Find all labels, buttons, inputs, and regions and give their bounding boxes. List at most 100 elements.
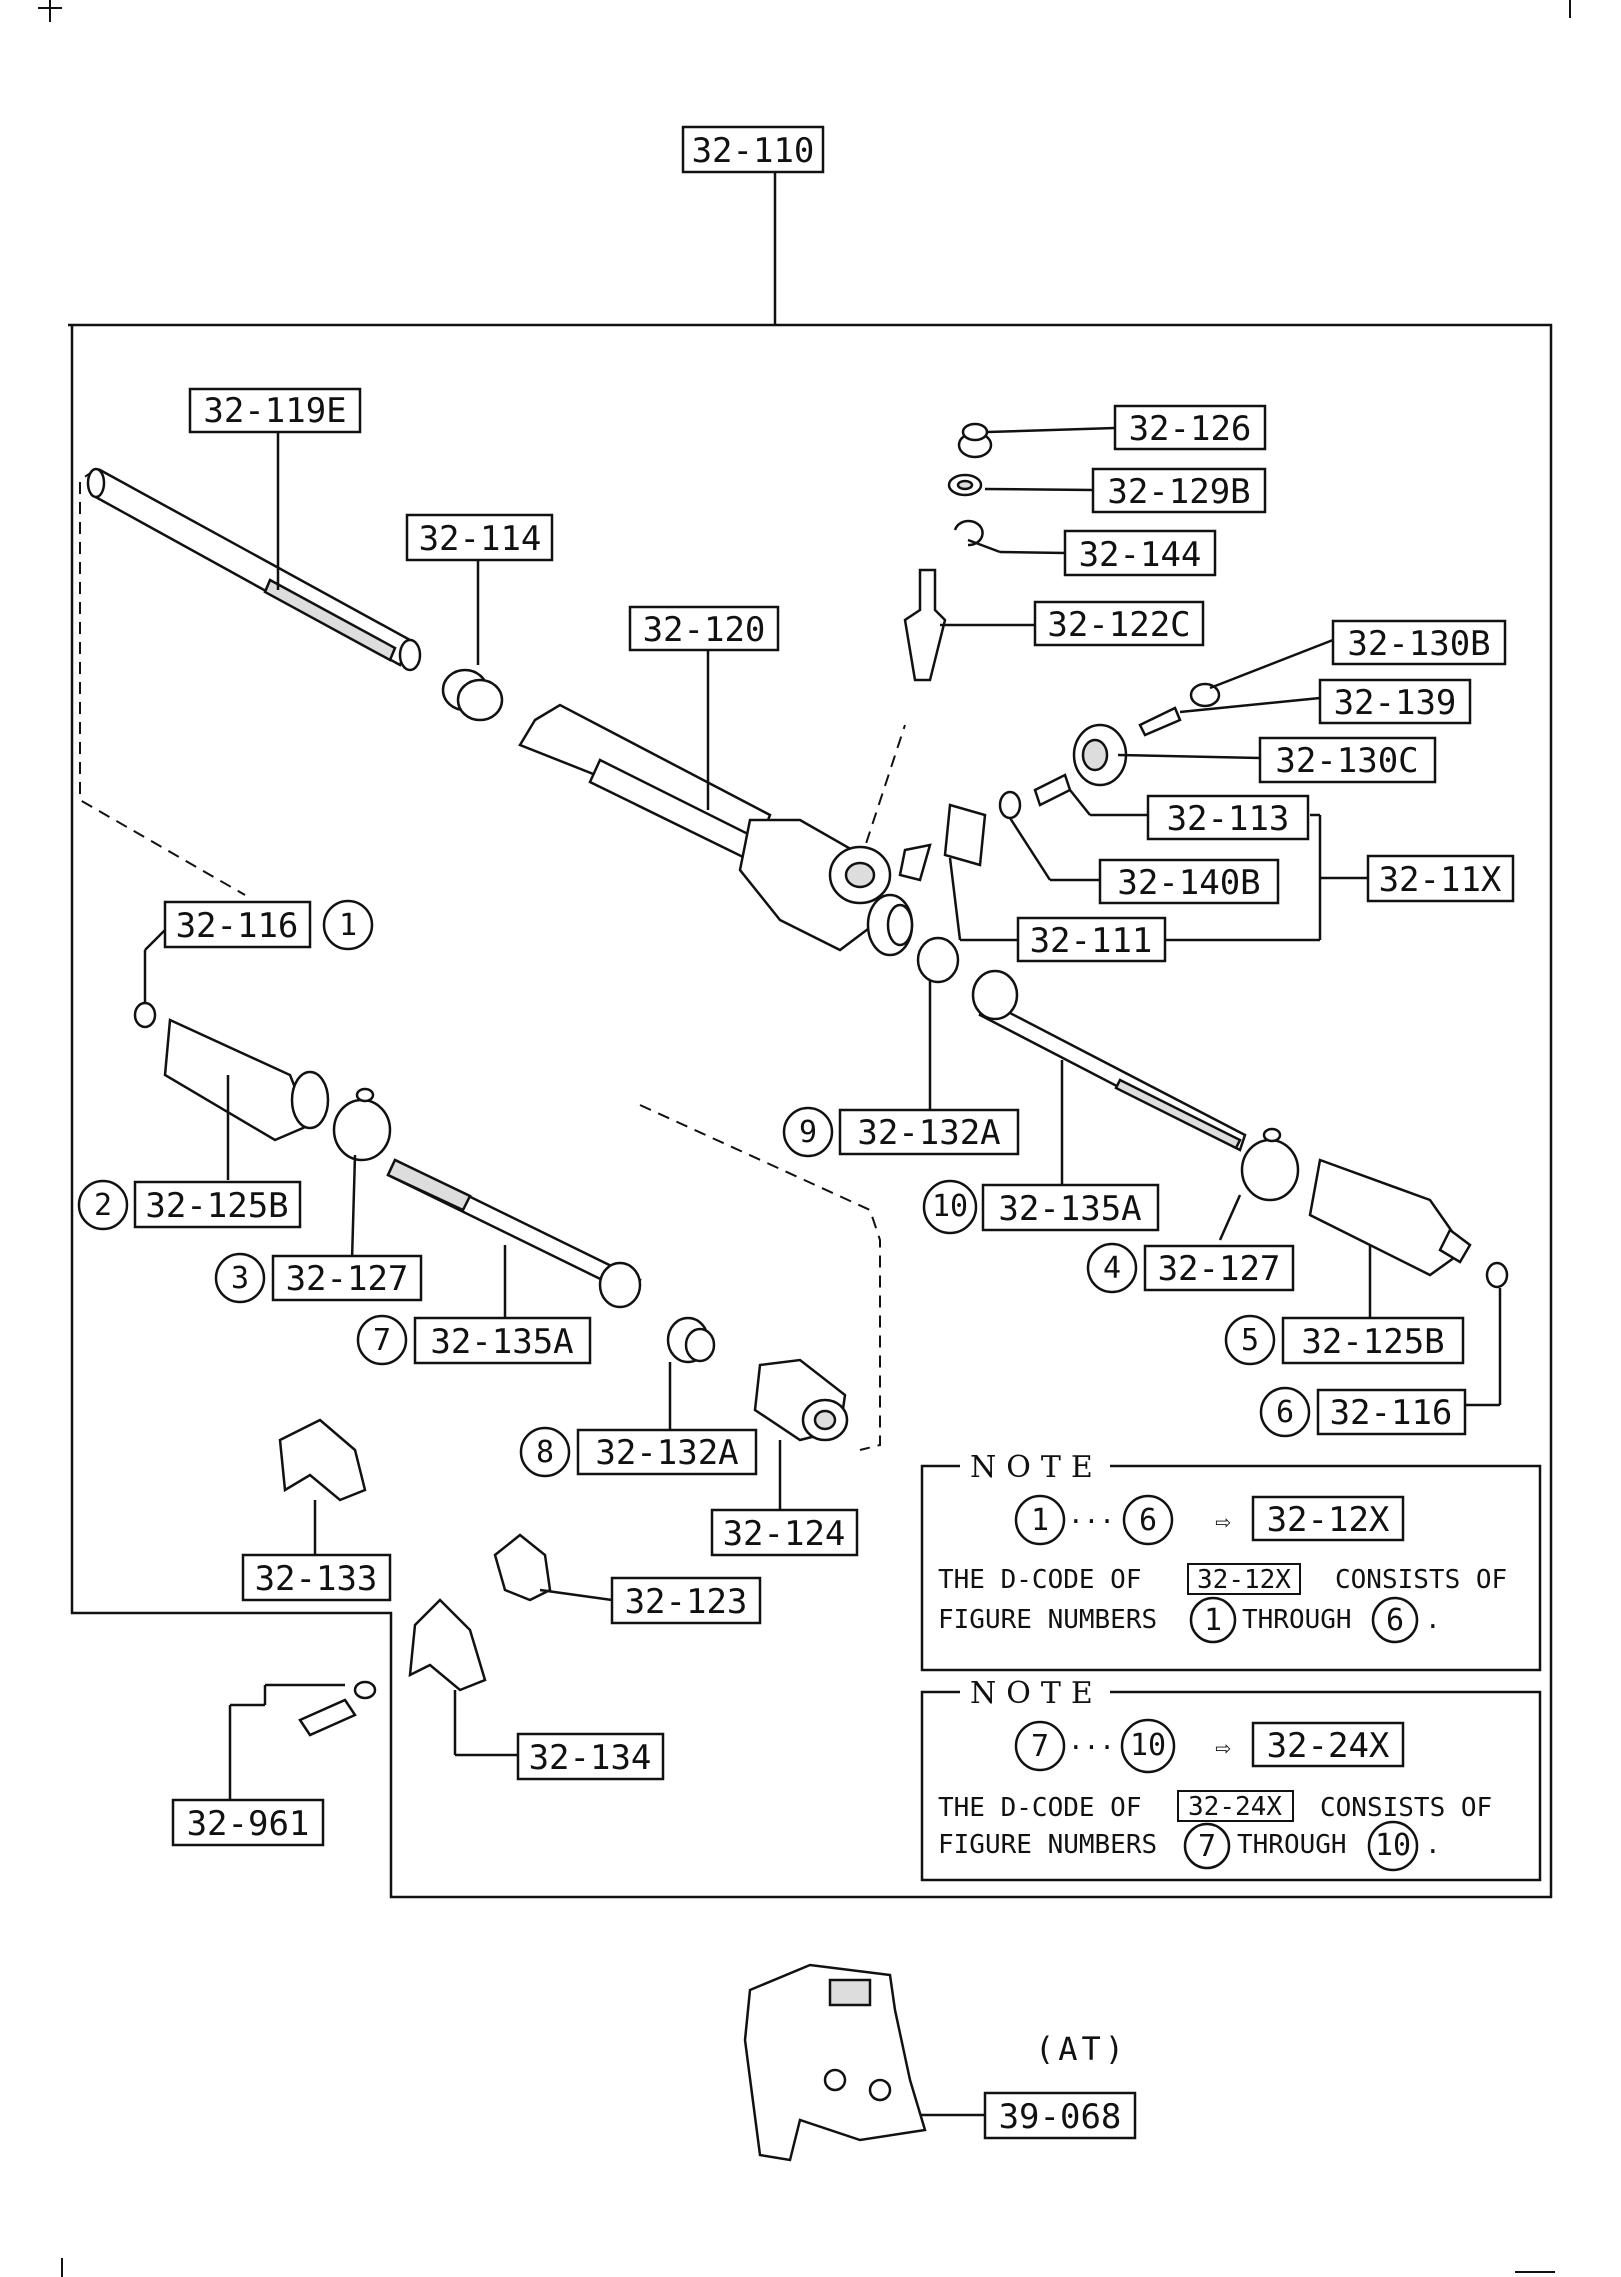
svg-text:32-116: 32-116 [1330, 1393, 1453, 1433]
svg-text:5: 5 [1241, 1323, 1259, 1358]
label-32-134: 32-134 [516, 1732, 665, 1781]
svg-text:32-139: 32-139 [1334, 683, 1457, 723]
label-32-110: 32-110 [681, 125, 825, 174]
svg-text:32-127: 32-127 [1158, 1249, 1281, 1289]
svg-text:32-123: 32-123 [625, 1582, 748, 1622]
svg-text:THE D-CODE OF: THE D-CODE OF [938, 1565, 1142, 1595]
label-32-130c: 32-130C [1258, 736, 1437, 784]
circled-number-3: 3 [214, 1252, 266, 1304]
svg-text:32-122C: 32-122C [1047, 605, 1190, 645]
label-32-133: 32-133 [241, 1553, 392, 1602]
housing-sleeve-part [753, 1358, 849, 1442]
gear-housing-part [518, 703, 914, 957]
svg-text:32-135A: 32-135A [430, 1322, 573, 1362]
svg-text:32-132A: 32-132A [857, 1113, 1000, 1153]
svg-text:32-114: 32-114 [419, 519, 542, 559]
note-box-1: NOTE 1 ··· 6 ⇨ 32-12X THE D-CODE OF 32-1… [920, 1450, 1542, 1672]
label-32-114: 32-114 [405, 513, 554, 562]
svg-text:THE D-CODE OF: THE D-CODE OF [938, 1793, 1142, 1823]
svg-text:32-111: 32-111 [1030, 921, 1153, 961]
right-tie-rod-part [916, 936, 1247, 1152]
svg-text:THROUGH: THROUGH [1242, 1605, 1352, 1635]
svg-text:⇨: ⇨ [1215, 1507, 1231, 1537]
label-32-124: 32-124 [710, 1508, 859, 1557]
circled-number-4: 4 [1086, 1242, 1138, 1294]
label-32-139: 32-139 [1318, 678, 1472, 725]
svg-text:32-135A: 32-135A [998, 1189, 1141, 1229]
label-32-129b: 32-129B [1091, 467, 1267, 514]
label-32-123: 32-123 [610, 1576, 762, 1625]
pinion-parts [903, 422, 993, 682]
svg-text:1: 1 [1204, 1603, 1222, 1638]
circled-number-9: 9 [782, 1106, 834, 1158]
left-tie-rod-part [386, 1158, 642, 1309]
label-32-122c: 32-122C [1033, 600, 1205, 647]
svg-text:39-068: 39-068 [999, 2097, 1122, 2137]
svg-text:32-129B: 32-129B [1107, 472, 1250, 512]
mounting-parts [278, 1418, 552, 1737]
leader-lines [143, 426, 1502, 2117]
circled-number-10: 10 [922, 1179, 978, 1235]
svg-text:9: 9 [799, 1115, 817, 1150]
svg-text:32-125B: 32-125B [145, 1186, 288, 1226]
svg-text:32-130B: 32-130B [1347, 624, 1490, 664]
label-32-126: 32-126 [1113, 404, 1267, 451]
svg-text:THROUGH: THROUGH [1237, 1830, 1347, 1860]
label-32-119e: 32-119E [188, 387, 362, 434]
label-32-125b-left: 32-125B [133, 1180, 302, 1229]
right-boot-parts [1240, 1127, 1509, 1289]
svg-text:32-116: 32-116 [176, 906, 299, 946]
dashed-guides [79, 469, 906, 1451]
label-32-116-left: 32-116 [163, 900, 312, 949]
svg-text:1: 1 [339, 908, 357, 943]
circled-number-8: 8 [519, 1426, 571, 1478]
svg-text:6: 6 [1276, 1395, 1294, 1430]
svg-text:7: 7 [1198, 1829, 1216, 1864]
circled-number-2: 2 [77, 1179, 129, 1231]
svg-text:7: 7 [1031, 1729, 1049, 1764]
svg-text:1: 1 [1031, 1503, 1049, 1538]
svg-text:32-127: 32-127 [286, 1259, 409, 1299]
label-32-120: 32-120 [628, 605, 780, 652]
svg-text:32-130C: 32-130C [1275, 741, 1418, 781]
svg-text:8: 8 [536, 1435, 554, 1470]
svg-text:4: 4 [1103, 1251, 1121, 1286]
svg-text:.: . [1425, 1830, 1441, 1860]
circled-number-7: 7 [356, 1314, 408, 1366]
note-box-2: NOTE 7 ··· 10 ⇨ 32-24X THE D-CODE OF 32-… [920, 1676, 1542, 1882]
svg-text:32-125B: 32-125B [1301, 1322, 1444, 1362]
label-32-11x: 32-11X [1366, 854, 1515, 903]
svg-text:32-124: 32-124 [723, 1514, 846, 1554]
label-32-113: 32-113 [1146, 794, 1310, 841]
circled-number-1: 1 [322, 899, 374, 951]
svg-text:FIGURE NUMBERS: FIGURE NUMBERS [938, 1830, 1157, 1860]
yoke-parts [898, 682, 1221, 882]
svg-text:6: 6 [1386, 1603, 1404, 1638]
svg-text:7: 7 [373, 1323, 391, 1358]
svg-text:···: ··· [1068, 1507, 1115, 1537]
svg-text:32-11X: 32-11X [1379, 860, 1502, 900]
svg-text:.: . [1425, 1605, 1441, 1635]
svg-text:CONSISTS OF: CONSISTS OF [1335, 1565, 1507, 1595]
label-32-127-left: 32-127 [271, 1254, 423, 1302]
svg-text:NOTE: NOTE [970, 1676, 1103, 1711]
rack-bar-part [86, 467, 422, 672]
svg-text:3: 3 [231, 1261, 249, 1296]
left-locknut-part [666, 1316, 716, 1364]
circled-number-6: 6 [1259, 1386, 1311, 1438]
label-32-116-right: 32-116 [1316, 1388, 1467, 1436]
at-bracket-part [743, 1963, 927, 2162]
svg-text:FIGURE NUMBERS: FIGURE NUMBERS [938, 1605, 1157, 1635]
svg-text:32-126: 32-126 [1129, 409, 1252, 449]
label-32-111: 32-111 [1016, 916, 1167, 963]
svg-text:32-132A: 32-132A [595, 1433, 738, 1473]
svg-text:2: 2 [94, 1188, 112, 1223]
label-32-125b-right: 32-125B [1281, 1316, 1465, 1365]
svg-text:32-110: 32-110 [692, 131, 815, 171]
label-32-961: 32-961 [171, 1798, 325, 1847]
label-39-068: 39-068 [983, 2091, 1137, 2140]
svg-text:32-24X: 32-24X [1267, 1726, 1390, 1766]
svg-text:10: 10 [1130, 1728, 1166, 1763]
label-32-135a-right: 32-135A [981, 1183, 1160, 1232]
